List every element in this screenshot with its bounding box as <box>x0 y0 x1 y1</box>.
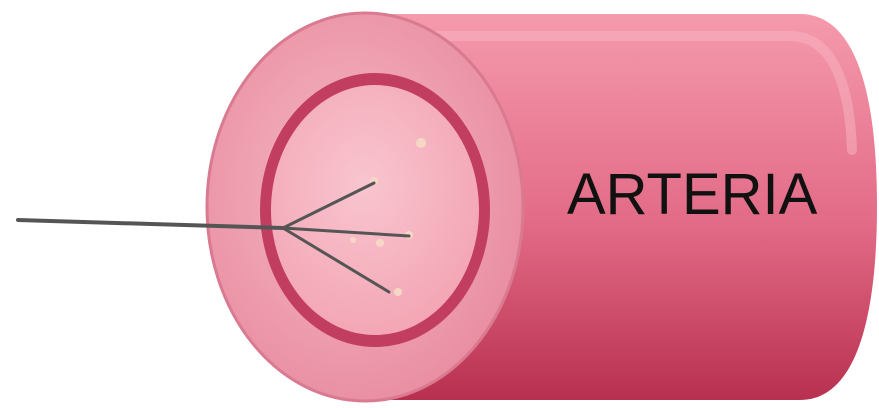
lumen-spot <box>350 237 356 243</box>
artery-lumen <box>271 85 479 335</box>
lumen-spot <box>394 288 402 296</box>
lumen-spot <box>416 138 426 148</box>
artery-label: ARTERIA <box>567 162 818 227</box>
artery-cross-section <box>207 13 523 401</box>
lumen-spot <box>376 239 384 247</box>
